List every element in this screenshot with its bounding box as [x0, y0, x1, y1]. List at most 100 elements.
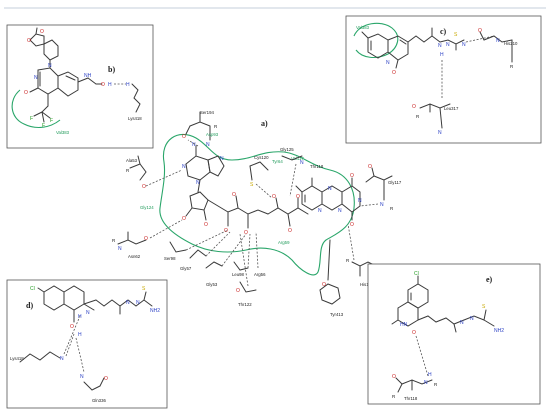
panel-e-label: e) [486, 275, 493, 284]
panel-e-atom-cl: Cl [414, 271, 419, 277]
panel-c-atom-n3: N [462, 42, 466, 48]
panel-a: a) N N N N O O O O O O O [112, 110, 402, 317]
panel-a-residue-ser98: Ser98 [164, 256, 176, 261]
panel-a-isoalloxazine [295, 177, 361, 221]
panel-c-atom-n2: N [446, 42, 450, 48]
panel-a-atom-r-gly117: R [390, 206, 394, 211]
panel-a-atom-r-ser194: R [214, 124, 218, 129]
panel-a-atom-o-thr122: O [236, 288, 240, 294]
panel-a-hydrophobic-contour [159, 133, 355, 276]
panel-a-label: a) [261, 119, 268, 128]
panel-d-atom-n-gln: N [80, 374, 84, 380]
panel-b-atom-o-hb: O [101, 82, 105, 88]
panel-a-hbond-ser98 [185, 229, 229, 251]
panel-c: c) Val383 N O N N S N H O N Hi [345, 15, 542, 144]
panel-d-label: d) [26, 301, 33, 310]
panel-c-atom-o-leu: O [412, 104, 416, 110]
panel-b-atom-o2: O [40, 29, 44, 35]
panel-d-ligand [37, 285, 153, 323]
panel-a-hbond-his122 [347, 223, 355, 261]
panel-e-atom-hn: HN [400, 322, 408, 328]
panel-e-atom-h-thr: H [428, 372, 432, 378]
panel-d-atom-n-hz2: N [136, 300, 140, 306]
panel-e-atom-nh2: NH2 [494, 328, 504, 334]
panel-a-atom-o-gly117: O [368, 164, 372, 170]
panel-e-atom-n1: N [460, 320, 464, 326]
panel-a-residue-ala53: Ala53 [126, 158, 138, 163]
panel-c-atom-n-his: N [496, 38, 500, 44]
panel-e-atom-r1: R [392, 394, 396, 399]
panel-a-atom-o-flavin-2: O [350, 222, 354, 228]
panel-d-hbond-gln [75, 337, 85, 373]
panel-a-residue-arg59: Arg59 [278, 240, 290, 245]
panel-d-hbond-lys-2 [65, 333, 75, 357]
panel-b-frame [6, 24, 154, 149]
panel-a-atom-o-flavin-1: O [350, 173, 354, 179]
panel-a-residue-arg56: Arg56 [254, 272, 266, 277]
panel-a-atom-r-his122: R [346, 258, 350, 263]
panel-b-hydrophobic-contour [11, 89, 61, 129]
panel-b-atom-o3: O [24, 90, 28, 96]
panel-d-atom-n-ring: N [86, 310, 90, 316]
panel-a-residue-asp93: Asp93 [206, 132, 219, 137]
panel-a-atom-o-ribose-1: O [182, 216, 186, 222]
panel-a-hbond-cys120 [255, 183, 273, 199]
panel-a-atom-n-flavin-1: N [318, 208, 322, 214]
panel-a-atom-r-asn62: R [112, 238, 116, 243]
panel-a-atom-o-tyr413: O [322, 282, 326, 288]
panel-a-atom-n-adenine-2: N [220, 156, 224, 162]
panel-c-atom-n-leu: N [438, 130, 442, 136]
panel-e-atom-r2: R [434, 382, 438, 387]
panel-a-residue-his122: His122 [360, 282, 374, 287]
panel-a-atom-n-flavin-3: N [338, 208, 342, 214]
panel-a-hbond-ser194 [187, 139, 199, 147]
panel-a-atom-n-ser194: N [206, 142, 210, 148]
panel-a-atom-o-ala53: O [142, 184, 146, 190]
panel-d-atom-s: S [142, 286, 146, 292]
panel-a-atom-s-cys120: S [250, 182, 254, 188]
panel-a-residue-ser194: Ser194 [200, 110, 214, 115]
panel-d-residue-lys418: Lys418 [10, 356, 24, 361]
panel-a-residue-thr122: Thr122 [238, 302, 252, 307]
panel-a-atom-o-asn62: O [144, 236, 148, 242]
panel-d-atom-h-o: H [78, 332, 82, 338]
panel-a-residue-gly117: Gly117 [388, 180, 402, 185]
panel-a-hbond-ala53 [145, 169, 183, 187]
panel-e-atom-n-thr: N [424, 380, 428, 386]
panel-c-ligand [361, 27, 465, 69]
panel-a-residue-gly125: Gly125 [280, 147, 294, 152]
panel-d-atom-nh2: NH2 [150, 308, 160, 314]
panel-d-atom-n-hz1: N [126, 300, 130, 306]
panel-b-atom-f1: F [30, 116, 33, 122]
panel-b-atom-f2: F [42, 123, 45, 129]
panel-a-atom-o-ribitol-1: O [272, 194, 276, 200]
panel-b-atom-h-hb: H [108, 82, 112, 88]
panel-a-atom-o-ribitol-2: O [288, 228, 292, 234]
panel-e-atom-s: S [482, 304, 486, 310]
panel-a-atom-o-ribitol-3: O [296, 194, 300, 200]
panel-e-frame [367, 263, 541, 405]
panel-a-residue-gly57: Gly57 [180, 266, 192, 271]
panel-a-hbond-gly53 [221, 233, 247, 267]
panel-b: b) O O N N O NH F F F [6, 24, 154, 149]
panel-a-residue-gly124: Gly124 [140, 205, 154, 210]
panel-b-atom-nh: NH [84, 73, 92, 79]
panel-a-atom-o-ser194: O [182, 134, 186, 140]
panel-b-label: b) [108, 65, 115, 74]
panel-a-atom-o-p2: O [244, 230, 248, 236]
panel-a-adenine [185, 145, 225, 193]
panel-e-atom-o: O [412, 330, 416, 336]
panel-a-atom-n-adenine-1: N [182, 164, 186, 170]
panel-c-atom-h1: H [440, 52, 444, 58]
panel-c-hbond-his [465, 35, 495, 43]
panel-a-atom-o-p3: O [232, 192, 236, 198]
panel-c-residue-his210: His210 [504, 41, 518, 46]
panel-a-residue-tyr64: Tyr64 [272, 159, 283, 164]
panel-e-residue-thr118: Thr118 [404, 396, 418, 401]
panel-a-atom-o-ribose-2: O [204, 222, 208, 228]
panel-d-atom-cl: Cl [30, 286, 35, 292]
panel-a-ribose [189, 191, 209, 211]
panel-d-atom-n-lys: N [60, 356, 64, 362]
panel-a-residue-cys120: Cys120 [254, 155, 269, 160]
